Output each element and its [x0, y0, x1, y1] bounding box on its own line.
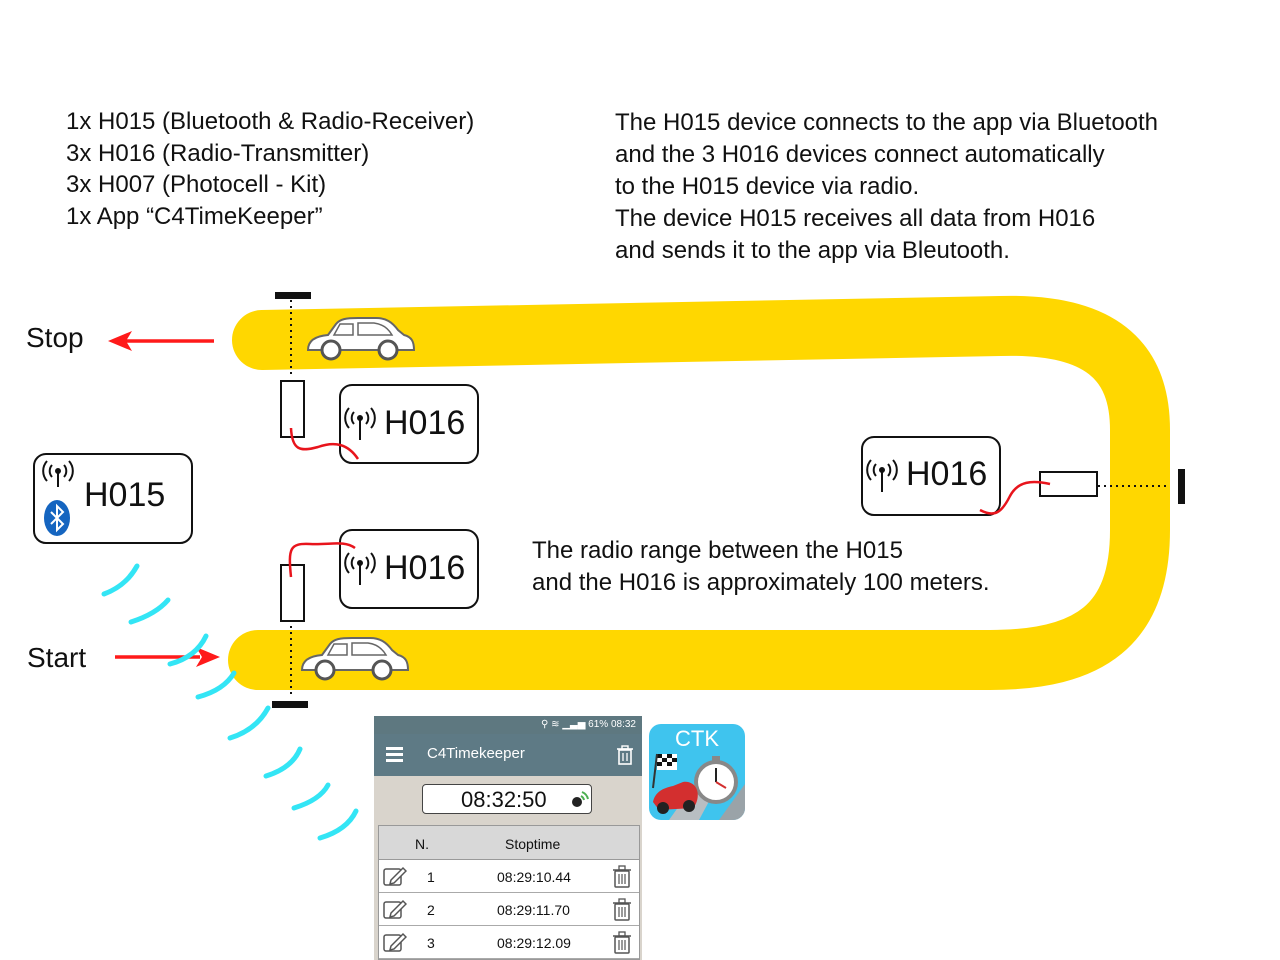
cable-stop [289, 427, 360, 460]
edit-icon[interactable] [383, 931, 407, 953]
clock-display: 08:32:50 [422, 784, 592, 814]
intermediate-line-marker [1178, 469, 1185, 504]
delete-icon[interactable] [612, 865, 632, 888]
description-line: and the 3 H016 devices connect automatic… [615, 141, 1105, 168]
description-line: The device H015 receives all data from H… [615, 205, 1096, 232]
radio-range-note: The radio range between the H015 and the… [532, 535, 990, 598]
row-number: 3 [427, 935, 435, 951]
app-icon-label: CTK [675, 726, 719, 751]
signal-icon: ▁▃▅ [562, 719, 586, 730]
device-h016-mid-label: H016 [906, 455, 988, 493]
wifi-icon: ≋ [551, 719, 560, 730]
ctk-app-icon[interactable]: CTK [649, 724, 745, 820]
satellite-icon [572, 791, 589, 807]
table-row: 1 08:29:10.44 [379, 860, 639, 893]
phone-app-screen: ⚲ ≋ ▁▃▅ 61% 08:32 C4Timekeeper 08:32:50 … [374, 716, 642, 960]
row-number: 2 [427, 902, 435, 918]
parts-list: 1x H015 (Bluetooth & Radio-Receiver) 3x … [66, 106, 474, 232]
device-h016-start-label: H016 [384, 549, 466, 587]
device-h016-mid-box [861, 436, 1001, 516]
table-row: 2 08:29:11.70 [379, 893, 639, 926]
delete-icon[interactable] [612, 898, 632, 921]
bluetooth-icon [44, 500, 70, 536]
stop-line-marker [275, 292, 311, 299]
car-bottom-icon [300, 637, 410, 681]
delete-icon[interactable] [612, 931, 632, 954]
clock-time: 08:32:50 [461, 787, 547, 812]
device-h016-start-box [339, 529, 479, 609]
edit-icon[interactable] [383, 898, 407, 920]
race-track [228, 295, 1170, 690]
parts-list-item: 1x App “C4TimeKeeper” [66, 202, 323, 230]
location-icon: ⚲ [541, 719, 549, 730]
description-line: to the H015 device via radio. [615, 173, 920, 200]
cable-mid [979, 480, 1051, 515]
device-h016-stop-box [339, 384, 479, 464]
row-number: 1 [427, 869, 435, 885]
antenna-icon [42, 460, 74, 487]
column-header-n: N. [415, 836, 429, 852]
cable-start [288, 542, 356, 578]
app-title: C4Timekeeper [427, 745, 525, 762]
row-stoptime: 08:29:12.09 [497, 935, 571, 951]
start-line-marker [272, 701, 308, 708]
column-header-stoptime: Stoptime [505, 836, 561, 852]
antenna-icon [866, 459, 898, 492]
photocell-start [280, 564, 305, 622]
start-label: Start [27, 642, 87, 673]
parts-list-item: 3x H016 (Radio-Transmitter) [66, 139, 370, 167]
car-top-icon [306, 317, 416, 361]
menu-icon[interactable] [386, 747, 403, 762]
app-bar: C4Timekeeper [374, 734, 642, 776]
status-text: 61% 08:32 [588, 719, 636, 730]
range-line: and the H016 is approximately 100 meters… [532, 568, 990, 596]
table-header: N. Stoptime [379, 826, 639, 860]
device-h016-stop-label: H016 [384, 404, 466, 442]
row-stoptime: 08:29:10.44 [497, 869, 571, 885]
status-bar: ⚲ ≋ ▁▃▅ 61% 08:32 [374, 716, 642, 734]
trash-icon[interactable] [616, 745, 634, 765]
device-h015-label: H015 [84, 476, 166, 514]
stopwatch-car-icon [652, 753, 745, 820]
row-stoptime: 08:29:11.70 [497, 902, 570, 918]
device-h015-box [33, 453, 193, 544]
stop-arrow [108, 331, 214, 351]
description-line: and sends it to the app via Bleutooth. [615, 237, 1010, 264]
range-line: The radio range between the H015 [532, 537, 903, 564]
table-row: 3 08:29:12.09 [379, 926, 639, 959]
parts-list-item: 3x H007 (Photocell - Kit) [66, 171, 327, 198]
parts-list-item: 1x H015 (Bluetooth & Radio-Receiver) [66, 108, 475, 135]
antenna-icon [344, 407, 376, 440]
photocell-stop [280, 380, 305, 438]
system-description: The H015 device connects to the app via … [615, 107, 1158, 267]
stoptime-table: N. Stoptime 1 08:29:10.44 [378, 825, 640, 960]
antenna-icon [344, 552, 376, 585]
description-line: The H015 device connects to the app via … [615, 109, 1159, 136]
edit-icon[interactable] [383, 865, 407, 887]
stop-label: Stop [26, 322, 84, 353]
signal-waves-icon [101, 563, 359, 841]
